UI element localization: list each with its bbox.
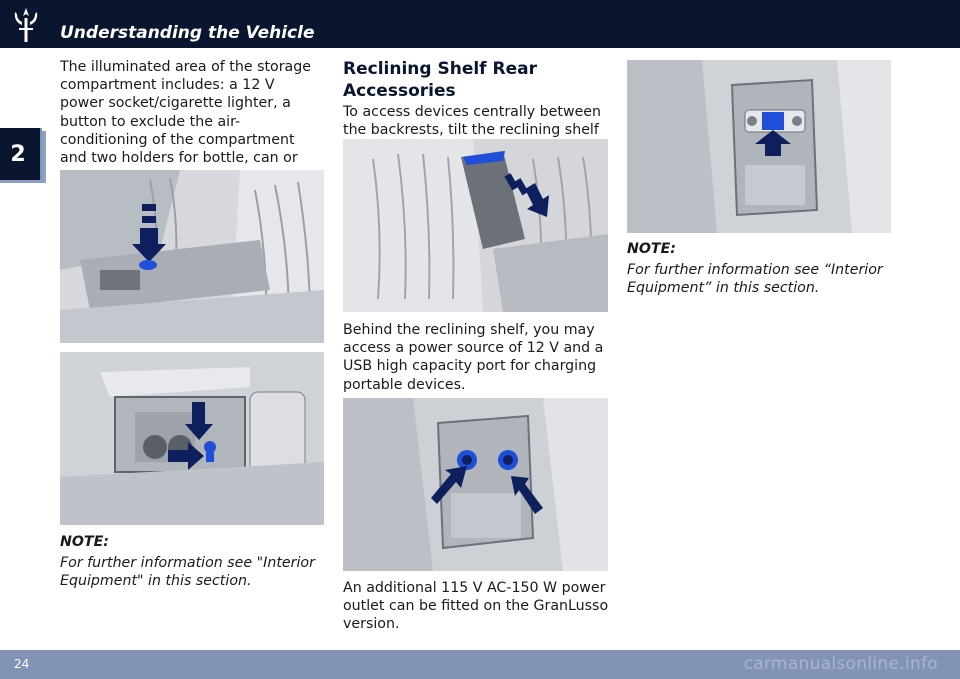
note-text: For further information see "Interior Eq…	[60, 555, 315, 590]
column-3-note: NOTE: For further information see “Inter…	[627, 240, 889, 298]
note-text: For further information see “Interior Eq…	[627, 262, 883, 297]
column-2-bottom: An additional 115 V AC-150 W power outle…	[343, 579, 611, 634]
page-title: Understanding the Vehicle	[60, 23, 315, 43]
armrest-compartment-image	[60, 170, 324, 343]
power-ports-image	[343, 398, 608, 571]
ac-outlet-image	[627, 60, 891, 233]
page-number: 24	[14, 657, 30, 671]
trident-logo-icon	[14, 8, 38, 42]
ac-outlet-paragraph: An additional 115 V AC-150 W power outle…	[343, 580, 609, 633]
storage-interior-image	[60, 352, 324, 525]
column-2-mid: Behind the reclining shelf, you may acce…	[343, 321, 611, 394]
storage-paragraph: The illuminated area of the storage comp…	[60, 59, 311, 184]
power-source-paragraph: Behind the reclining shelf, you may acce…	[343, 322, 604, 393]
column-1-note: NOTE: For further information see "Inter…	[60, 533, 322, 591]
section-tab[interactable]: 2	[0, 128, 42, 180]
section-heading: Reclining Shelf Rear Accessories	[343, 59, 537, 101]
column-1: The illuminated area of the storage comp…	[60, 58, 322, 185]
note-heading: NOTE:	[60, 534, 109, 550]
page-header: Understanding the Vehicle	[0, 0, 960, 48]
reclining-shelf-image	[343, 139, 608, 312]
watermark: carmanualsonline.info	[743, 654, 938, 674]
note-heading: NOTE:	[627, 241, 676, 257]
page-footer: 24 carmanualsonline.info	[0, 650, 960, 679]
